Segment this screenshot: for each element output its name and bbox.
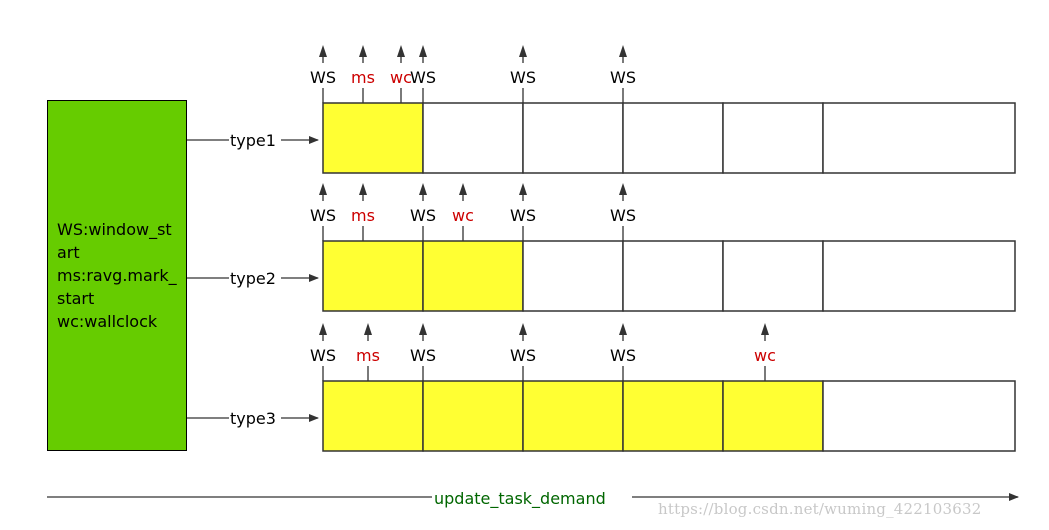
marker-label: wc: [452, 206, 474, 225]
marker-label: WS: [310, 68, 336, 87]
up-arrow-icon: [619, 183, 627, 195]
marker-ms: ms: [356, 323, 380, 381]
marker-label: WS: [510, 206, 536, 225]
watermark: https://blog.csdn.net/wuming_422103632: [658, 500, 982, 518]
row-type3-cell-4: [722, 380, 824, 452]
row-label-type3: type3: [230, 409, 276, 428]
marker-ms: ms: [351, 45, 375, 103]
up-arrow-icon: [619, 323, 627, 335]
marker-label: WS: [410, 206, 436, 225]
marker-label: ms: [351, 206, 375, 225]
row-type2-cell-4: [722, 240, 824, 312]
row-type2-cell-3: [622, 240, 724, 312]
row-label-type2: type2: [230, 269, 276, 288]
up-arrow-icon: [619, 45, 627, 57]
marker-label: WS: [510, 346, 536, 365]
marker-label: WS: [410, 346, 436, 365]
legend-line-ms: ms:ravg.mark_start: [57, 266, 177, 308]
up-arrow-icon: [319, 183, 327, 195]
row-type1-cell-3: [622, 102, 724, 174]
up-arrow-icon: [359, 183, 367, 195]
up-arrow-icon: [519, 45, 527, 57]
timeline-label: update_task_demand: [434, 489, 606, 509]
row-type3-cell-5: [822, 380, 1016, 452]
timeline: update_task_demand: [47, 486, 1019, 509]
row-type3: type3 WS ms WS WS WS wc: [187, 323, 1016, 452]
marker-label: WS: [310, 346, 336, 365]
marker-label: ms: [356, 346, 380, 365]
up-arrow-icon: [761, 323, 769, 335]
up-arrow-icon: [319, 45, 327, 57]
marker-label: WS: [610, 68, 636, 87]
up-arrow-icon: [419, 45, 427, 57]
legend-box: [47, 100, 187, 451]
up-arrow-icon: [364, 323, 372, 335]
marker-label: ms: [351, 68, 375, 87]
marker-ws: WS: [510, 45, 536, 103]
row-type3-cell-2: [522, 380, 624, 452]
row-type1-cell-5: [822, 102, 1016, 174]
marker-ws: WS: [610, 183, 636, 241]
marker-label: WS: [610, 346, 636, 365]
row-type3-cell-1: [422, 380, 524, 452]
marker-ws: WS: [510, 183, 536, 241]
marker-ws: WS: [310, 183, 336, 241]
marker-label: WS: [610, 206, 636, 225]
row-label-type1: type1: [230, 131, 276, 150]
row-type2-cell-2: [522, 240, 624, 312]
row-type1-cell-2: [522, 102, 624, 174]
marker-wc: wc: [452, 183, 474, 241]
row-type2: type2 WS ms WS wc WS WS: [187, 183, 1016, 312]
marker-ws: WS: [310, 45, 336, 103]
legend-text: WS:window_start ms:ravg.mark_start wc:wa…: [57, 218, 181, 333]
row-type1-cell-0: [322, 102, 424, 174]
marker-ws: WS: [410, 45, 436, 103]
row-type3-cell-0: [322, 380, 424, 452]
up-arrow-icon: [397, 45, 405, 57]
up-arrow-icon: [319, 323, 327, 335]
legend-line-ws: WS:window_start: [57, 220, 172, 262]
marker-ms: ms: [351, 183, 375, 241]
marker-wc: wc: [390, 45, 412, 103]
up-arrow-icon: [519, 183, 527, 195]
up-arrow-icon: [359, 45, 367, 57]
marker-ws: WS: [310, 323, 336, 381]
marker-label: wc: [390, 68, 412, 87]
marker-label: wc: [754, 346, 776, 365]
marker-ws: WS: [510, 323, 536, 381]
row-type2-cell-1: [422, 240, 524, 312]
up-arrow-icon: [419, 183, 427, 195]
marker-ws: WS: [610, 45, 636, 103]
row-type2-cell-5: [822, 240, 1016, 312]
marker-wc: wc: [754, 323, 776, 381]
up-arrow-icon: [519, 323, 527, 335]
marker-ws: WS: [410, 323, 436, 381]
marker-ws: WS: [610, 323, 636, 381]
marker-label: WS: [310, 206, 336, 225]
up-arrow-icon: [419, 323, 427, 335]
row-type1-cell-1: [422, 102, 524, 174]
row-type3-cell-3: [622, 380, 724, 452]
marker-label: WS: [510, 68, 536, 87]
marker-ws: WS: [410, 183, 436, 241]
legend-line-wc: wc:wallclock: [57, 312, 158, 331]
row-type1-cell-4: [722, 102, 824, 174]
row-type2-cell-0: [322, 240, 424, 312]
up-arrow-icon: [459, 183, 467, 195]
marker-label: WS: [410, 68, 436, 87]
